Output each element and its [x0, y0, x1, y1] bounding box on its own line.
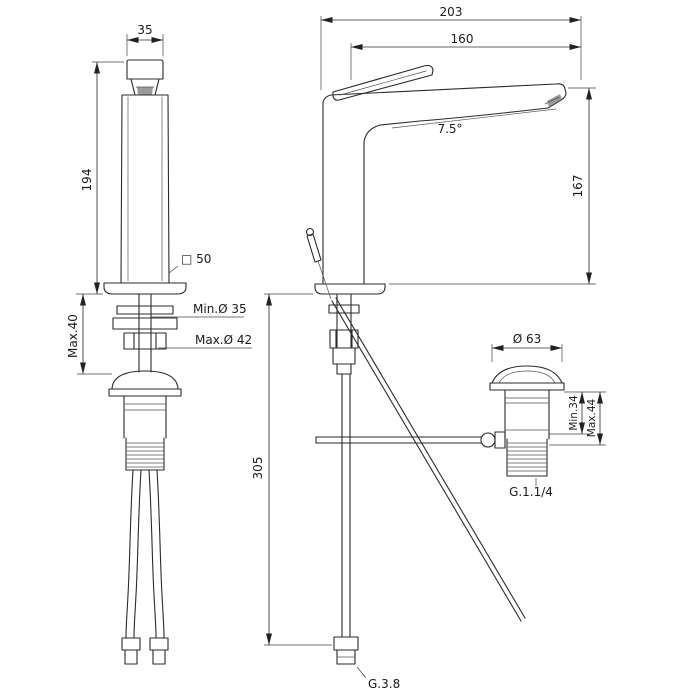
mounting-nut: [123, 332, 167, 350]
waste-dome: [111, 370, 179, 390]
linkage-ball-joint: [480, 432, 496, 448]
base-flange-side: [314, 283, 386, 295]
dim-spout-width-label: 35: [137, 23, 152, 37]
spout-head-outline: [126, 59, 164, 80]
front-view-dimensions: 35 194 Max.40 □ 50 Min.Ø 35 Max.Ø 42: [66, 23, 252, 375]
dim-drain-diameter-label: Ø 63: [513, 332, 542, 346]
front-view-drain-hoses: [108, 370, 182, 665]
supply-hose-left: [125, 469, 134, 639]
dim-clamp-min-label: Min.34: [568, 395, 580, 431]
supply-thread-label: G.3.8: [368, 677, 400, 691]
dim-spout-reach-label: 160: [451, 32, 474, 46]
dim-base-square-label: □ 50: [181, 252, 211, 266]
body-spout-profile: [322, 83, 567, 285]
side-view-popup-linkage: [315, 297, 526, 622]
mounting-nut-side: [329, 329, 359, 349]
drain-dome: [491, 365, 563, 384]
dim-max-hole-label: Max.Ø 42: [195, 333, 252, 347]
dim-spout-height-label: 167: [571, 175, 585, 198]
dim-deck-max-label: Max.40: [66, 314, 80, 358]
side-view: 203 160 7.5° 167 305 Ø 63: [251, 5, 606, 691]
washer-plate: [116, 305, 174, 315]
dim-height-label: 194: [80, 169, 94, 192]
hose-fitting-right: [149, 637, 169, 651]
supply-hose-right: [148, 469, 157, 639]
hose-fitting-left: [121, 637, 141, 651]
handle-lever: [332, 64, 434, 101]
hose-connector: [332, 347, 356, 365]
drain-thread-label: G.1.1/4: [509, 485, 553, 499]
dim-clamp-max-label: Max.44: [586, 398, 598, 437]
dim-min-hole-label: Min.Ø 35: [193, 302, 247, 316]
dim-spout-angle-label: 7.5°: [437, 122, 462, 136]
front-view: 35 194 Max.40 □ 50 Min.Ø 35 Max.Ø 42: [66, 23, 252, 665]
base-flange: [103, 282, 187, 295]
dim-total-depth-label: 203: [440, 5, 463, 19]
clamp-bracket: [112, 317, 178, 330]
side-view-dimensions: 203 160 7.5° 167 305 Ø 63: [251, 5, 606, 691]
washer-plate-side: [328, 304, 360, 314]
side-view-drain: [489, 365, 565, 477]
linkage-diagonal-rod: [331, 300, 522, 622]
dim-hose-length-label: 305: [251, 457, 265, 480]
hose-end-fitting: [333, 636, 359, 651]
side-view-faucet: [305, 64, 567, 300]
side-view-underdeck: [328, 293, 360, 665]
front-view-faucet: [103, 59, 187, 373]
aerator-front: [137, 87, 153, 95]
